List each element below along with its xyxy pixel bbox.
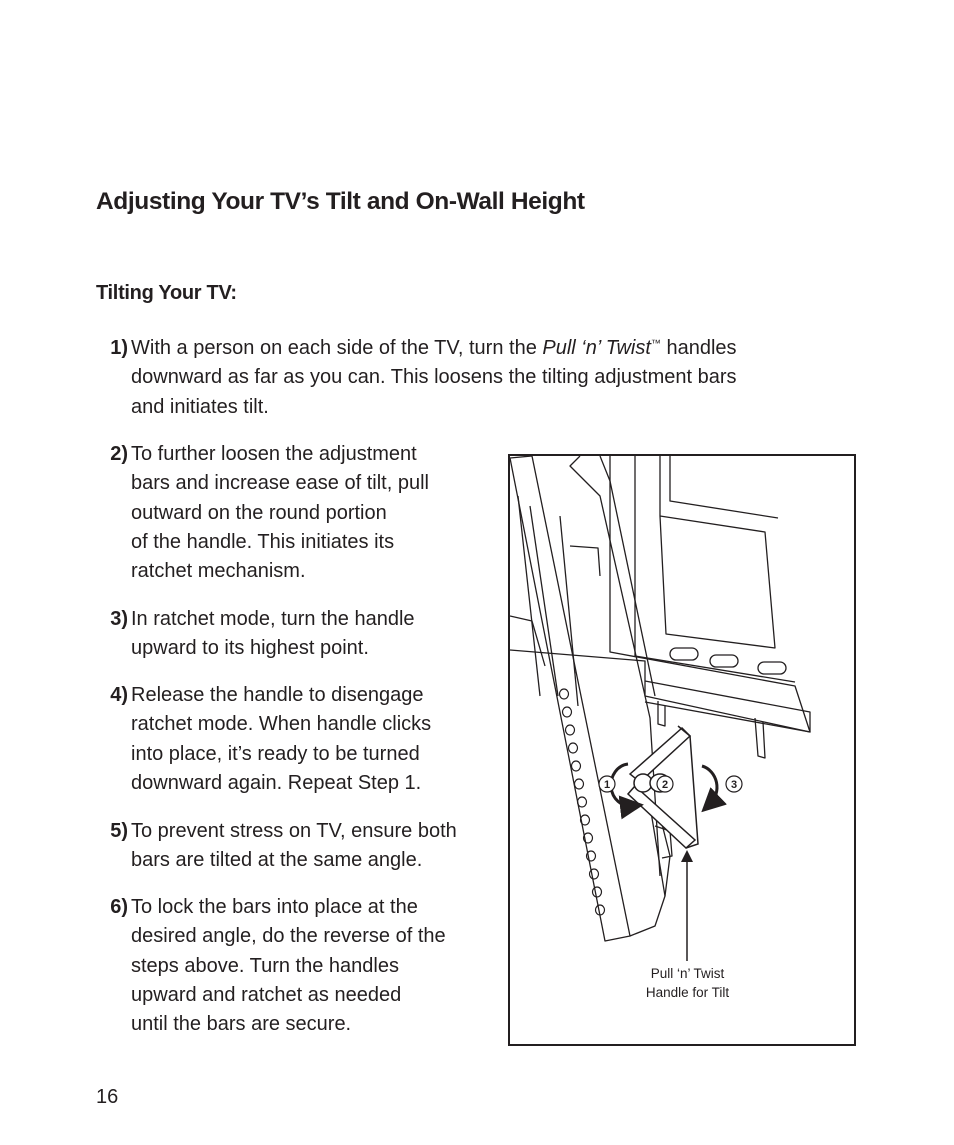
trademark-symbol: ™ <box>650 338 661 350</box>
step-number: 1) <box>110 337 128 359</box>
step-line: of the handle. This initiates its <box>131 530 395 553</box>
step-line: steps above. Turn the handles <box>131 954 399 977</box>
step-line: Release the handle to disengage <box>131 684 424 706</box>
panel-slot <box>669 647 699 661</box>
step-line: ratchet mode. When handle clicks <box>131 713 432 736</box>
panel-recess <box>659 456 776 649</box>
caption-line: Pull ‘n’ Twist <box>650 966 725 981</box>
step-line: until the bars are secure. <box>131 1013 352 1036</box>
step-line: desired angle, do the reverse of the <box>131 925 446 948</box>
tilt-handle-illustration: 1 2 3 Pull ‘n’ Twist Handle for Tilt <box>508 454 856 1046</box>
step-line: bars and increase ease of tilt, pull <box>131 472 429 495</box>
step-number: 3) <box>110 608 128 630</box>
step-text: With a person on each side of the TV, tu… <box>131 334 737 422</box>
panel-slot <box>757 661 787 675</box>
bar-holes <box>558 688 606 916</box>
callout-2-circle <box>656 775 674 793</box>
step-line: upward to its highest point. <box>131 637 369 660</box>
step-line: bars are tilted at the same angle. <box>131 849 423 872</box>
step-line: ratchet mechanism. <box>131 560 306 583</box>
mount-drawing: 1 2 3 <box>510 456 811 961</box>
step-line: downward again. Repeat Step 1. <box>131 771 422 794</box>
step-line: upward and ratchet as needed <box>131 983 402 1006</box>
step-text: Release the handle to disengage ratchet … <box>131 681 431 798</box>
panel-slot <box>709 654 739 668</box>
step-text: To prevent stress on TV, ensure both bar… <box>131 817 457 876</box>
caption-line: Handle for Tilt <box>645 985 730 1000</box>
callout-3: 3 <box>731 779 737 791</box>
step-line: downward as far as you can. This loosens… <box>131 366 737 389</box>
step-number: 6) <box>110 896 128 918</box>
callout-2: 2 <box>662 779 668 791</box>
step-text: In ratchet mode, turn the handle upward … <box>131 605 415 664</box>
callout-3-circle <box>725 775 743 793</box>
step-line: into place, it’s ready to be turned <box>131 742 420 765</box>
step-number: 5) <box>110 820 128 842</box>
step-text: To further loosen the adjustment bars an… <box>131 440 429 586</box>
step-line: To prevent stress on TV, ensure both <box>131 820 457 842</box>
tilt-bar <box>510 456 631 942</box>
step-number: 2) <box>110 443 128 465</box>
figure-caption: Pull ‘n’ Twist Handle for Tilt <box>610 964 765 1002</box>
page-number: 16 <box>96 1086 119 1108</box>
step-line: and initiates tilt. <box>131 395 269 418</box>
pull-n-twist-handle <box>626 725 699 850</box>
step-line: With a person on each side of the TV, tu… <box>131 337 737 359</box>
step-line: To lock the bars into place at the <box>131 896 418 918</box>
step-line: In ratchet mode, turn the handle <box>131 608 415 630</box>
section-heading: Tilting Your TV: <box>96 282 237 304</box>
step-number: 4) <box>110 684 128 706</box>
page-title: Adjusting Your TV’s Tilt and On-Wall Hei… <box>96 188 585 215</box>
callout-1-circle <box>598 775 616 793</box>
callout-1: 1 <box>604 779 610 791</box>
product-name: Pull ‘n’ Twist <box>542 337 651 359</box>
step-text: To lock the bars into place at the desir… <box>131 893 446 1039</box>
step-line: To further loosen the adjustment <box>131 443 417 465</box>
step-line: outward on the round portion <box>131 501 387 524</box>
